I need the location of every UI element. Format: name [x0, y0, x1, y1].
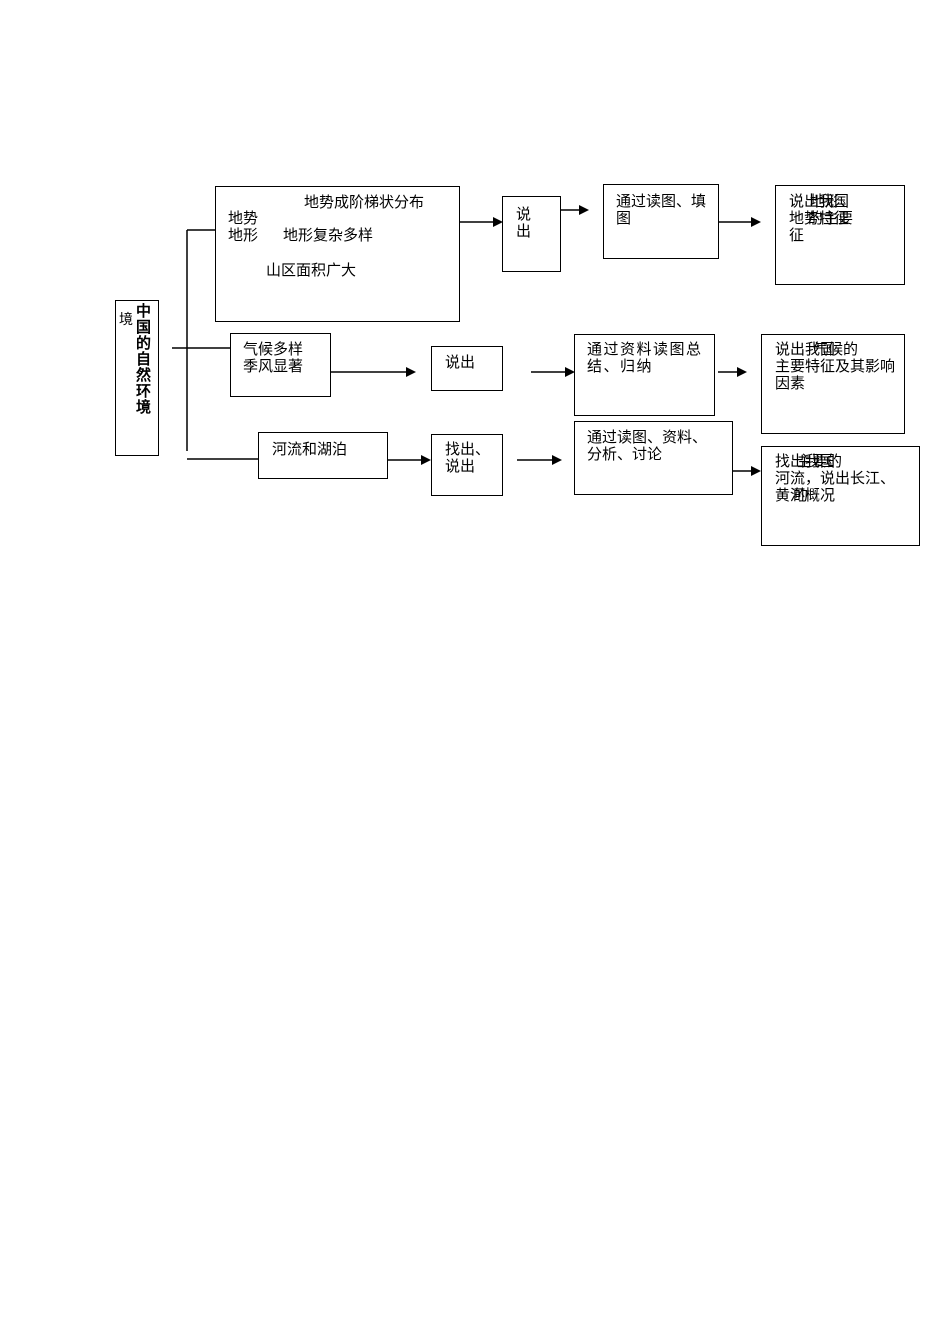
climate-outcome-line2: 主要特征及其影响因素 [775, 357, 896, 392]
climate-outcome-line1: 说出我国 [775, 340, 836, 358]
rivers-label: 河流和湖泊 [272, 440, 348, 458]
rivers-outcome-overlap1: 主要的 [797, 452, 843, 470]
climate-outcome-overlap1: 气候的 [813, 340, 859, 358]
rivers-outcome-line3: 黄河概况 [775, 486, 836, 504]
terrain-method-box [603, 184, 719, 259]
rivers-box [258, 432, 388, 479]
terrain-outcome-line3: 征 [789, 226, 805, 244]
terrain-label-bottom: 地形 [228, 226, 259, 244]
terrain-outcome-line1: 说出我国 [789, 192, 850, 210]
arrow-head [493, 217, 503, 227]
arrow-head [552, 455, 562, 465]
rivers-outcome-line1: 找出我国 [775, 452, 836, 470]
rivers-outcome-overlap3: 的 [793, 486, 809, 504]
terrain-outcome-line2: 地势特征 [789, 209, 850, 227]
rivers-action-label: 找出、说出 [445, 440, 491, 475]
arrow-head [579, 205, 589, 215]
terrain-outcome-overlap2: 的主要 [808, 209, 854, 227]
terrain-method-label: 通过读图、填图 [616, 192, 707, 227]
arrow-head [751, 217, 761, 227]
arrow-head [421, 455, 431, 465]
climate-action-label: 说出 [445, 353, 476, 371]
climate-box [230, 333, 331, 397]
terrain-outcome-box [775, 185, 905, 285]
terrain-outcome-overlap1: 地形、 [810, 192, 856, 210]
arrow-head [406, 367, 416, 377]
terrain-branch-3: 山区面积广大 [266, 261, 357, 279]
terrain-label-top: 地势 [228, 209, 259, 227]
arrow-head [565, 367, 575, 377]
climate-action-box [431, 346, 503, 391]
root-box [115, 300, 159, 456]
terrain-branch-1: 地势成阶梯状分布 [304, 193, 425, 211]
rivers-outcome-box [761, 446, 920, 546]
root-title: 中国的自然环境 [134, 303, 152, 415]
rivers-method-box [574, 421, 733, 495]
root-side-char: 境 [119, 312, 133, 328]
arrow-head [751, 466, 761, 476]
rivers-action-box [431, 434, 503, 496]
terrain-action-label: 说出 [516, 205, 532, 240]
climate-line1: 气候多样 [243, 340, 304, 358]
rivers-outcome-line2: 河流，说出长江、 [775, 469, 896, 487]
arrow-head [737, 367, 747, 377]
rivers-method-label: 通过读图、资料、分析、讨论 [587, 428, 708, 463]
climate-method-box [574, 334, 715, 416]
terrain-branch-2: 地形复杂多样 [283, 226, 374, 244]
climate-line2: 季风显著 [243, 357, 304, 375]
climate-method-label: 通过资料读图总结、归纳 [587, 340, 703, 375]
climate-outcome-box [761, 334, 905, 434]
terrain-box [215, 186, 460, 322]
terrain-action-box [502, 196, 561, 272]
